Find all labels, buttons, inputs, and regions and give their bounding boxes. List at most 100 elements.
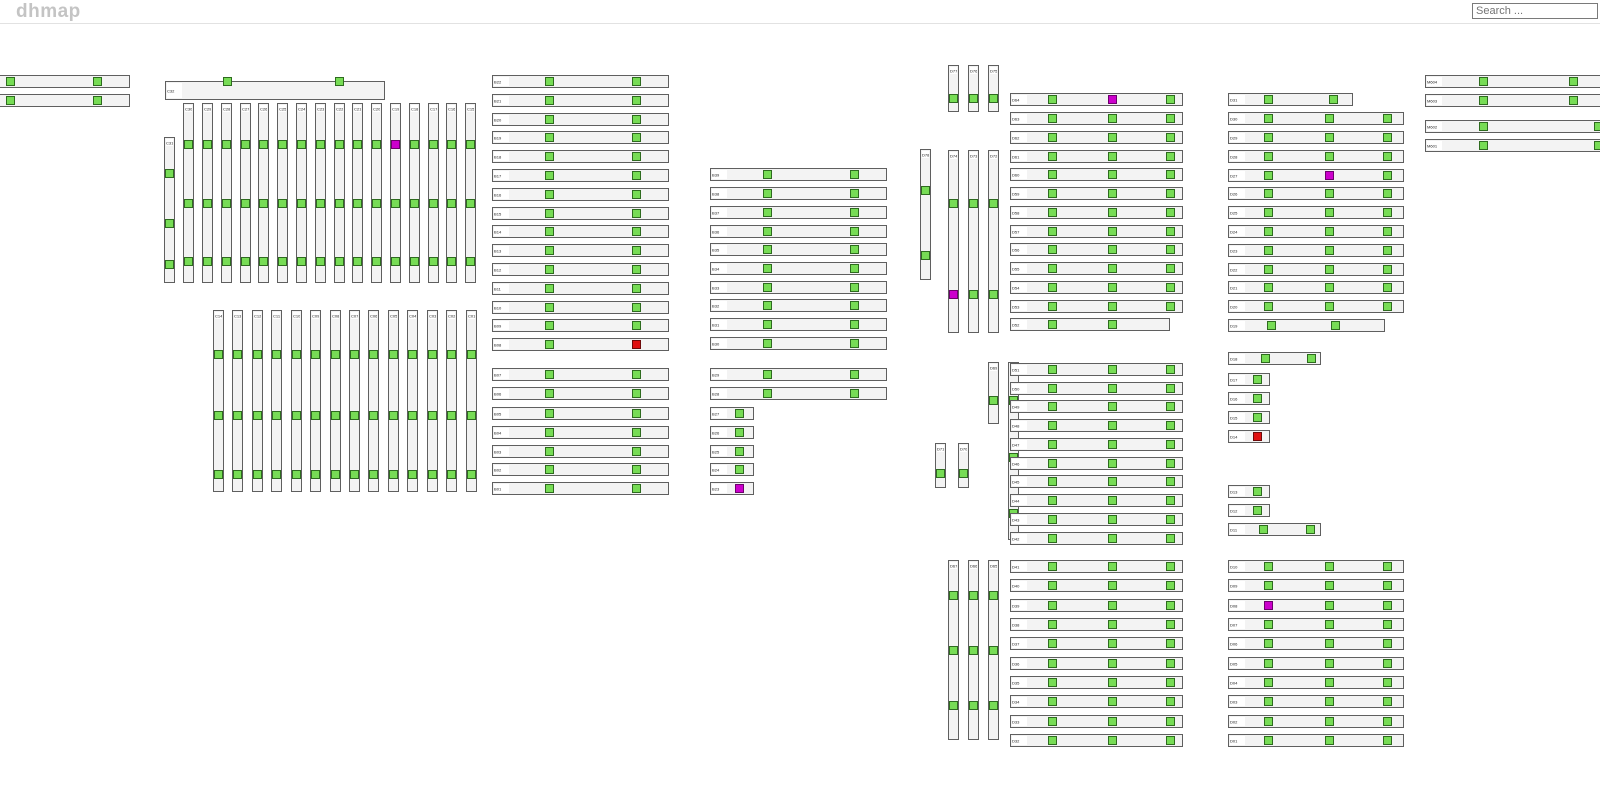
rack-D54[interactable]: D54 xyxy=(1010,281,1183,294)
host-status-cell[interactable] xyxy=(447,350,456,359)
host-status-cell[interactable] xyxy=(1166,133,1175,142)
rack-D29[interactable]: D29 xyxy=(1228,131,1404,144)
host-status-cell[interactable] xyxy=(632,152,641,161)
host-status-cell[interactable] xyxy=(735,428,744,437)
host-status-cell[interactable] xyxy=(1253,487,1262,496)
rack-B30[interactable]: B30 xyxy=(710,337,887,350)
host-status-cell[interactable] xyxy=(632,265,641,274)
host-status-cell[interactable] xyxy=(545,389,554,398)
host-status-cell[interactable] xyxy=(350,350,359,359)
host-status-cell[interactable] xyxy=(1108,659,1117,668)
host-status-cell[interactable] xyxy=(466,140,475,149)
rack-D10[interactable]: D10 xyxy=(1228,560,1404,573)
rack-B21[interactable]: B21 xyxy=(492,94,669,107)
host-status-cell[interactable] xyxy=(447,411,456,420)
rack-D11[interactable]: D11 xyxy=(1228,523,1321,536)
host-status-cell[interactable] xyxy=(1383,171,1392,180)
host-status-cell[interactable] xyxy=(545,428,554,437)
host-status-cell[interactable] xyxy=(447,140,456,149)
host-status-cell[interactable] xyxy=(632,77,641,86)
host-status-cell[interactable] xyxy=(259,257,268,266)
host-status-cell[interactable] xyxy=(1108,459,1117,468)
rack-B22[interactable]: B22 xyxy=(492,75,669,88)
host-status-cell[interactable] xyxy=(241,199,250,208)
host-status-cell[interactable] xyxy=(1325,208,1334,217)
rack-B09[interactable]: B09 xyxy=(492,319,669,332)
rack-B25[interactable]: B25 xyxy=(710,445,754,458)
host-status-cell[interactable] xyxy=(278,140,287,149)
host-status-cell[interactable] xyxy=(1048,581,1057,590)
host-status-cell[interactable] xyxy=(632,115,641,124)
rack-C13[interactable]: C13 xyxy=(232,310,243,492)
host-status-cell[interactable] xyxy=(545,484,554,493)
host-status-cell[interactable] xyxy=(545,284,554,293)
host-status-cell[interactable] xyxy=(1108,114,1117,123)
host-status-cell[interactable] xyxy=(1108,189,1117,198)
host-status-cell[interactable] xyxy=(410,140,419,149)
host-status-cell[interactable] xyxy=(545,370,554,379)
host-status-cell[interactable] xyxy=(1048,697,1057,706)
host-status-cell[interactable] xyxy=(466,199,475,208)
host-status-cell[interactable] xyxy=(1479,77,1488,86)
host-status-cell[interactable] xyxy=(278,257,287,266)
host-status-cell[interactable] xyxy=(1383,562,1392,571)
host-status-cell[interactable] xyxy=(1048,152,1057,161)
rack-C09[interactable]: C09 xyxy=(310,310,321,492)
host-status-cell[interactable] xyxy=(1108,678,1117,687)
host-status-cell[interactable] xyxy=(278,199,287,208)
host-status-cell[interactable] xyxy=(850,170,859,179)
rack-D30[interactable]: D30 xyxy=(1228,112,1404,125)
host-status-cell[interactable] xyxy=(545,321,554,330)
host-status-cell[interactable] xyxy=(949,646,958,655)
host-status-cell[interactable] xyxy=(292,470,301,479)
host-status-cell[interactable] xyxy=(989,396,998,405)
host-status-cell[interactable] xyxy=(1166,496,1175,505)
rack-B39[interactable]: B39 xyxy=(710,168,887,181)
rack-D01[interactable]: D01 xyxy=(1228,734,1404,747)
host-status-cell[interactable] xyxy=(1048,717,1057,726)
rack-D28[interactable]: D28 xyxy=(1228,150,1404,163)
host-status-cell[interactable] xyxy=(467,470,476,479)
host-status-cell[interactable] xyxy=(297,140,306,149)
host-status-cell[interactable] xyxy=(331,411,340,420)
rack-D50[interactable]: D50 xyxy=(1010,382,1183,395)
rack-C12[interactable]: C12 xyxy=(252,310,263,492)
rack-D16[interactable]: D16 xyxy=(1228,392,1270,405)
host-status-cell[interactable] xyxy=(1048,227,1057,236)
rack-C30[interactable]: C30 xyxy=(183,103,194,283)
host-status-cell[interactable] xyxy=(1108,133,1117,142)
host-status-cell[interactable] xyxy=(1383,639,1392,648)
host-status-cell[interactable] xyxy=(1166,189,1175,198)
rack-C02[interactable]: C02 xyxy=(446,310,457,492)
rack-C06[interactable]: C06 xyxy=(368,310,379,492)
host-status-cell[interactable] xyxy=(763,170,772,179)
host-status-cell[interactable] xyxy=(353,257,362,266)
rack-B07[interactable]: B07 xyxy=(492,368,669,381)
rack-D02[interactable]: D02 xyxy=(1228,715,1404,728)
host-status-cell[interactable] xyxy=(1166,95,1175,104)
host-status-cell[interactable] xyxy=(316,257,325,266)
host-status-cell[interactable] xyxy=(1166,562,1175,571)
host-status-cell[interactable] xyxy=(545,265,554,274)
rack-B19[interactable]: B19 xyxy=(492,131,669,144)
host-status-cell[interactable] xyxy=(369,470,378,479)
host-status-cell[interactable] xyxy=(1264,208,1273,217)
host-status-cell[interactable] xyxy=(1264,133,1273,142)
rack-D12[interactable]: D12 xyxy=(1228,504,1270,517)
host-status-cell[interactable] xyxy=(1048,95,1057,104)
host-status-cell[interactable] xyxy=(850,320,859,329)
host-status-cell[interactable] xyxy=(1048,736,1057,745)
host-status-cell[interactable] xyxy=(1264,581,1273,590)
host-status-cell[interactable] xyxy=(222,199,231,208)
host-status-cell[interactable] xyxy=(1048,170,1057,179)
host-status-cell[interactable] xyxy=(545,447,554,456)
host-status-cell[interactable] xyxy=(545,190,554,199)
host-status-cell[interactable] xyxy=(1166,365,1175,374)
rack-B38[interactable]: B38 xyxy=(710,187,887,200)
rack-D78[interactable]: D78 xyxy=(920,149,931,280)
host-status-cell[interactable] xyxy=(1048,114,1057,123)
host-status-cell[interactable] xyxy=(184,199,193,208)
host-status-cell[interactable] xyxy=(763,208,772,217)
host-status-cell[interactable] xyxy=(1325,152,1334,161)
rack-B18[interactable]: B18 xyxy=(492,150,669,163)
